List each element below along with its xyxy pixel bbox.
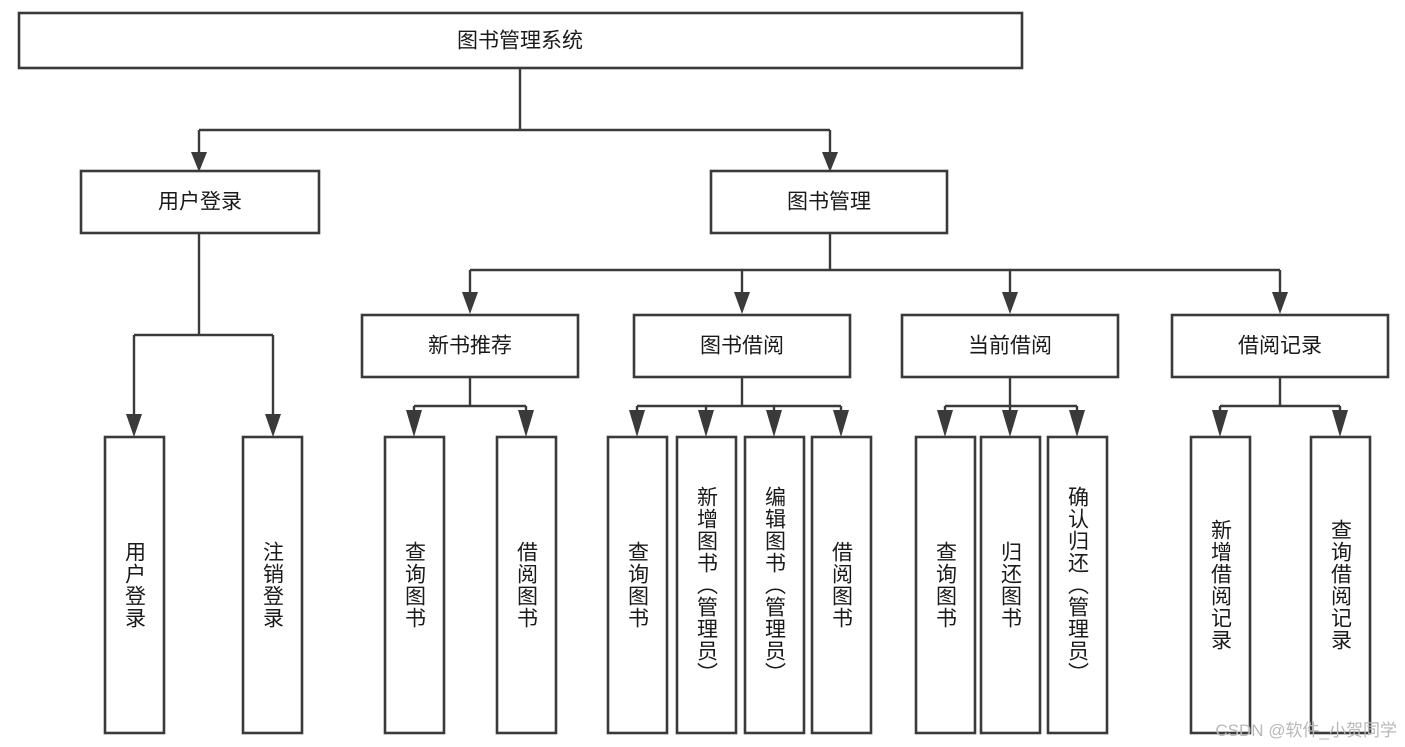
leaf-box[interactable] [1309, 435, 1372, 735]
arrow-to-book-manage [822, 152, 838, 172]
leaf-box[interactable] [1189, 435, 1252, 735]
leaf-label: 查询图书 [626, 541, 650, 629]
leaf-user-login-login[interactable]: 用户登录 [103, 435, 166, 735]
leaf-box[interactable] [810, 435, 873, 735]
leaf-box[interactable] [103, 435, 166, 735]
arrow-bb-leaf-2 [698, 410, 714, 437]
leaf-label: 归还图书 [999, 541, 1023, 629]
arrow-br-leaf-2 [1332, 410, 1348, 437]
node-book-management[interactable]: 图书管理 [709, 169, 949, 235]
new-book-recommend-box[interactable] [360, 313, 580, 379]
leaf-box[interactable] [914, 435, 977, 735]
book-management-label: 图书管理 [787, 191, 871, 214]
leaf-box[interactable] [241, 435, 304, 735]
leaf-label: 新增图书（管理员） [695, 486, 719, 684]
leaf-label: 新增借阅记录 [1209, 519, 1233, 651]
arrow-to-new-book [462, 292, 478, 314]
leaf-box[interactable] [495, 435, 558, 735]
arrow-br-leaf-1 [1212, 410, 1228, 437]
node-borrow-record[interactable]: 借阅记录 [1170, 313, 1390, 379]
leaf-current-borrow-confirm[interactable]: 确认归还（管理员） [1046, 435, 1109, 735]
current-borrow-label: 当前借阅 [968, 335, 1052, 358]
arrow-cb-leaf-3 [1069, 410, 1085, 437]
leaf-borrow-record-query[interactable]: 查询借阅记录 [1309, 435, 1372, 735]
leaf-box[interactable] [675, 435, 738, 735]
leaf-current-borrow-query[interactable]: 查询图书 [914, 435, 977, 735]
borrow-record-box[interactable] [1170, 313, 1390, 379]
arrow-bb-leaf-4 [833, 410, 849, 437]
leaf-label: 确认归还（管理员） [1066, 486, 1090, 684]
arrow-ul-leaf-2 [265, 414, 281, 437]
arrow-to-book-borrow [734, 292, 750, 314]
leaf-book-borrow-edit[interactable]: 编辑图书（管理员） [743, 435, 806, 735]
leaf-box[interactable] [383, 435, 446, 735]
arrow-nb-leaf-2 [518, 410, 534, 437]
arrow-cb-leaf-1 [937, 410, 953, 437]
leaf-label: 查询图书 [403, 541, 427, 629]
arrow-cb-leaf-2 [1002, 410, 1018, 437]
connector-layer [126, 68, 1348, 437]
new-book-recommend-label: 新书推荐 [428, 335, 512, 358]
node-new-book-recommend[interactable]: 新书推荐 [360, 313, 580, 379]
arrow-ul-leaf-1 [126, 414, 142, 437]
arrow-to-current-borrow [1002, 292, 1018, 314]
leaf-box[interactable] [979, 435, 1042, 735]
node-book-borrow[interactable]: 图书借阅 [632, 313, 852, 379]
leaf-label: 查询借阅记录 [1329, 519, 1353, 651]
user-login-box[interactable] [79, 169, 321, 235]
leaf-box[interactable] [606, 435, 669, 735]
root-box[interactable] [17, 11, 1024, 70]
leaf-box[interactable] [1046, 435, 1109, 735]
leaf-borrow-record-add[interactable]: 新增借阅记录 [1189, 435, 1252, 735]
leaf-label: 借阅图书 [515, 541, 539, 629]
leaf-label: 查询图书 [934, 541, 958, 629]
leaf-new-book-query[interactable]: 查询图书 [383, 435, 446, 735]
root-label: 图书管理系统 [457, 30, 583, 53]
leaf-current-borrow-return[interactable]: 归还图书 [979, 435, 1042, 735]
node-current-borrow[interactable]: 当前借阅 [900, 313, 1120, 379]
leaf-label: 编辑图书（管理员） [763, 486, 787, 684]
book-management-box[interactable] [709, 169, 949, 235]
leaf-new-book-borrow[interactable]: 借阅图书 [495, 435, 558, 735]
node-root-book-management-system[interactable]: 图书管理系统 [17, 11, 1024, 70]
leaf-label: 注销登录 [261, 541, 285, 629]
leaf-book-borrow-query[interactable]: 查询图书 [606, 435, 669, 735]
leaf-box[interactable] [743, 435, 806, 735]
book-borrow-box[interactable] [632, 313, 852, 379]
leaf-book-borrow-borrow[interactable]: 借阅图书 [810, 435, 873, 735]
arrow-to-borrow-record [1272, 292, 1288, 314]
arrow-bb-leaf-1 [629, 410, 645, 437]
arrow-to-user-login [191, 152, 207, 172]
leaf-user-login-logout[interactable]: 注销登录 [241, 435, 304, 735]
leaf-label: 用户登录 [123, 541, 147, 629]
leaf-label: 借阅图书 [830, 541, 854, 629]
node-user-login[interactable]: 用户登录 [79, 169, 321, 235]
book-borrow-label: 图书借阅 [700, 335, 784, 358]
arrow-bb-leaf-3 [766, 410, 782, 437]
current-borrow-box[interactable] [900, 313, 1120, 379]
arrow-nb-leaf-1 [406, 410, 422, 437]
user-login-label: 用户登录 [158, 191, 242, 214]
borrow-record-label: 借阅记录 [1238, 335, 1322, 358]
leaf-book-borrow-add[interactable]: 新增图书（管理员） [675, 435, 738, 735]
